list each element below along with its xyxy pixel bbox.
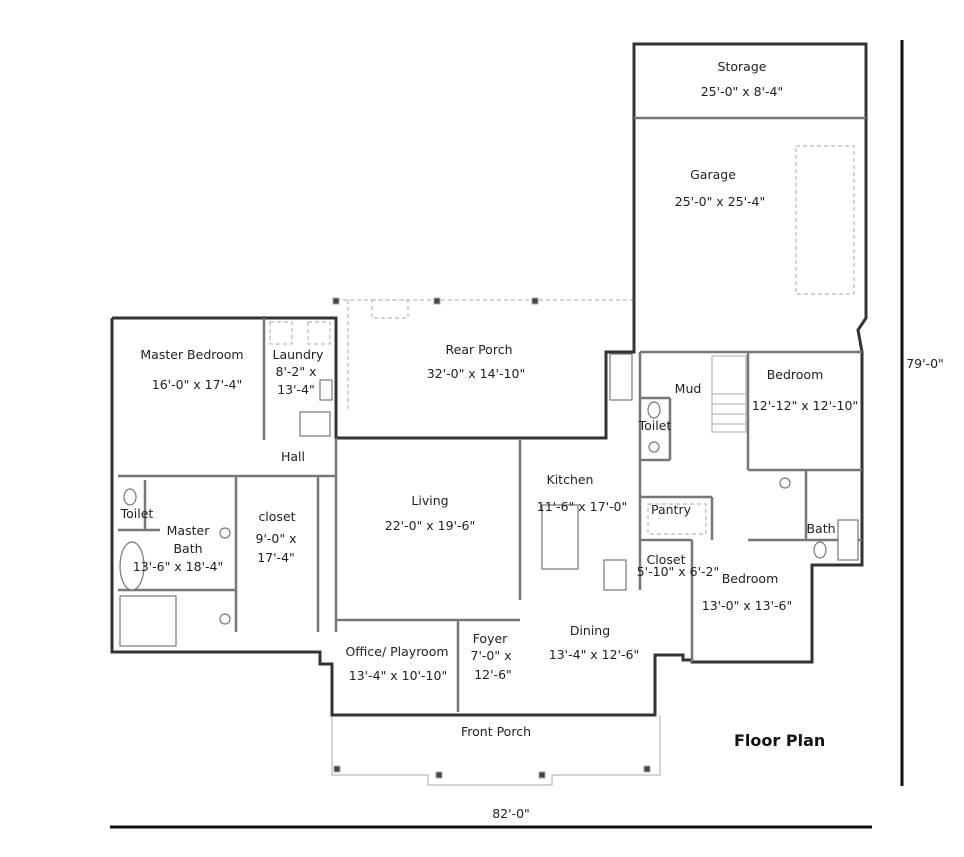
mud-label: Mud [675, 381, 702, 396]
garage-label: Garage [690, 167, 736, 182]
rear-porch-size: 32'-0" x 14'-10" [427, 366, 525, 381]
foyer-label: Foyer [473, 631, 508, 646]
toilet-label: Toilet [638, 418, 672, 433]
kitchen-label: Kitchen [547, 472, 594, 487]
garage-size: 25'-0" x 25'-4" [675, 194, 765, 209]
master-bedroom-size: 16'-0" x 17'-4" [152, 377, 242, 392]
master-bedroom-label: Master Bedroom [140, 347, 243, 362]
rear-porch-posts [332, 297, 539, 305]
bedroom-3-label: Bedroom [722, 571, 779, 586]
hall-label: Hall [281, 449, 305, 464]
closet-label: closet [258, 509, 295, 524]
office-label: Office/ Playroom [345, 644, 448, 659]
bedroom-2-size: 12'-12" x 12'-10" [752, 398, 858, 413]
storage-size: 25'-0" x 8'-4" [701, 84, 784, 99]
dining-size: 13'-4" x 12'-6" [549, 647, 639, 662]
exterior-wall [110, 42, 868, 717]
laundry-size-2: 13'-4" [277, 382, 315, 397]
storage-label: Storage [718, 59, 767, 74]
foyer-size-2: 12'-6" [474, 667, 512, 682]
rear-porch-label: Rear Porch [446, 342, 513, 357]
plan-title: Floor Plan [734, 731, 825, 750]
front-porch-label: Front Porch [461, 724, 531, 739]
living-size: 22'-0" x 19'-6" [385, 518, 475, 533]
width-dimension: 82'-0" [492, 806, 530, 821]
kitchen-size: 11'-6" x 17'-0" [537, 499, 627, 514]
fixtures [119, 145, 859, 647]
laundry-size-1: 8'-2" x [276, 364, 317, 379]
master-bath-label-1: Master [167, 523, 211, 538]
master-bath-label-2: Bath [173, 541, 202, 556]
laundry-label: Laundry [273, 347, 325, 362]
stairs [711, 355, 747, 433]
master-bath-size: 13'-6" x 18'-4" [133, 559, 223, 574]
depth-dimension: 79'-0" [906, 356, 944, 371]
office-size: 13'-4" x 10'-10" [349, 668, 447, 683]
foyer-size-1: 7'-0" x [471, 648, 512, 663]
closet-2-size: 5'-10" x 6'-2" [637, 564, 720, 579]
bath-label: Bath [806, 521, 835, 536]
dining-label: Dining [570, 623, 610, 638]
closet-2-label: Closet [647, 552, 686, 567]
interior-walls [118, 116, 866, 712]
bedroom-2-label: Bedroom [767, 367, 824, 382]
pantry-label: Pantry [651, 502, 692, 517]
closet-size-2: 17'-4" [257, 550, 295, 565]
master-toilet-label: Toilet [120, 506, 154, 521]
rear-porch-outline [336, 299, 634, 410]
living-label: Living [411, 493, 448, 508]
front-porch-outline [331, 715, 661, 786]
closet-size-1: 9'-0" x [256, 531, 297, 546]
bedroom-3-size: 13'-0" x 13'-6" [702, 598, 792, 613]
